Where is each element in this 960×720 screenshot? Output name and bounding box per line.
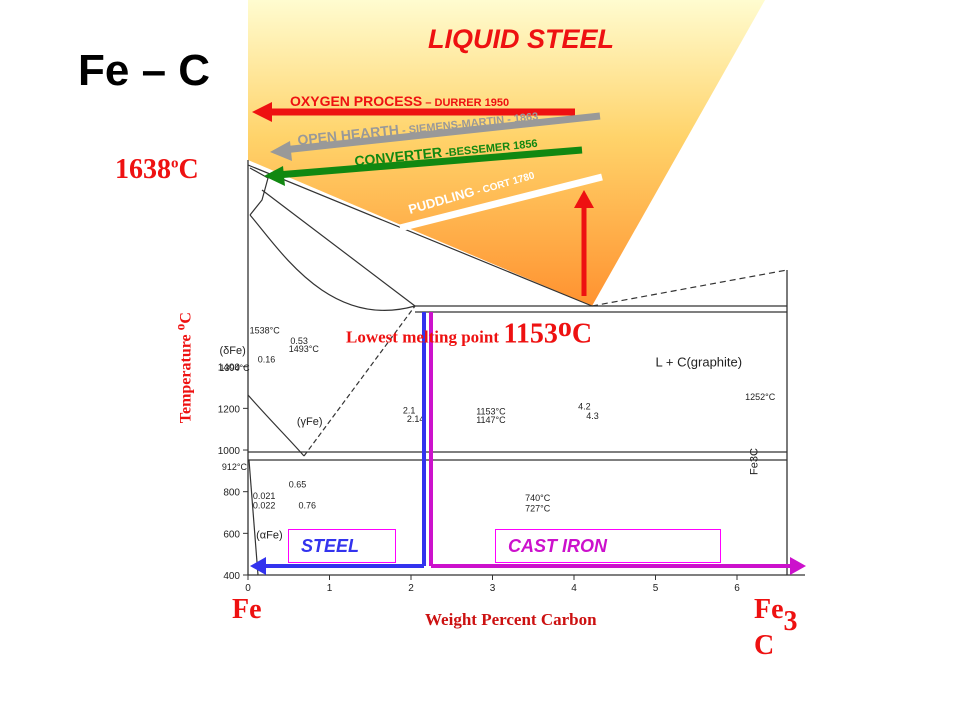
liquidus-left (247, 164, 593, 307)
melting-point-unit: C (178, 154, 199, 185)
y-tick-label: 1400 (218, 363, 241, 374)
annotation-phase-gamma: (γFe) (297, 416, 323, 428)
process-arrows (252, 102, 603, 296)
degree-sign: o (172, 323, 188, 331)
melting-point-value: 1638 (115, 154, 171, 185)
y-tick-label: 800 (223, 488, 240, 499)
annotation-c016: 0.16 (258, 355, 276, 365)
annotation-t1493: 1493°C (289, 344, 320, 354)
x-tick-label: 1 (327, 583, 333, 594)
annotation-c065: 0.65 (289, 480, 307, 490)
acm-line (303, 305, 416, 457)
delta-loop (249, 167, 269, 216)
melting-point-arrow-head (574, 190, 594, 208)
y-axis-label-text: Temperature (177, 330, 195, 424)
y-axis-label: Temperature oC (172, 288, 195, 448)
phase-boundaries (247, 164, 788, 576)
annotation-phase-delta: (δFe) (219, 345, 245, 357)
liquidus-right (591, 269, 788, 307)
annotation-c076: 0.76 (299, 500, 317, 510)
openhearth-arrow-shaft (282, 112, 601, 154)
annotation-t912: 912°C (222, 462, 248, 472)
cast-iron-arrow-head (790, 557, 806, 575)
y-tick-label: 1000 (218, 446, 241, 457)
annotation-t1252: 1252°C (745, 392, 776, 402)
annotation-t1153: 1153°C (476, 407, 506, 417)
annotation-c2-14: 2.14 (407, 414, 425, 424)
puddling-arrow-shaft (399, 173, 603, 232)
annotation-c022: 0.022 (253, 500, 276, 510)
solidus (261, 189, 416, 307)
converter-arrow-head (264, 166, 285, 186)
fe3c-tail: C (754, 630, 775, 661)
steel-box: STEEL (288, 529, 396, 563)
annotation-t740: 740°C (525, 493, 551, 503)
y-tick-label: 400 (223, 571, 240, 582)
annotation-c2-1: 2.1 (403, 406, 416, 416)
x-tick-label: 3 (490, 583, 496, 594)
melting-point-label: 1638oC (115, 154, 199, 186)
steel-arrow-head (250, 557, 266, 575)
annotation-phase-liquid-graphite: L + C(graphite) (656, 355, 743, 370)
range-bars (250, 312, 806, 575)
x-tick-label: 2 (408, 583, 414, 594)
liquid-steel-label: LIQUID STEEL (428, 24, 615, 54)
x-axis-label: Weight Percent Carbon (425, 610, 597, 629)
annotation-c4-2: 4.2 (578, 401, 591, 411)
lowest-melting-point-label: Lowest melting point 1153oC (346, 312, 592, 350)
annotation-t727: 727°C (525, 503, 551, 513)
lowest-melting-value: 1153 (503, 318, 558, 350)
a3-line (247, 394, 305, 457)
y-tick-label: 1200 (218, 404, 241, 415)
oxygen-label: OXYGEN PROCESS – DURRER 1950 (290, 93, 509, 109)
degree-sign: o (171, 155, 179, 172)
annotation-phase-fe3c: Fe3C (748, 448, 760, 475)
x-tick-label: 4 (571, 583, 577, 594)
x-tick-label: 6 (734, 583, 740, 594)
axes (247, 160, 805, 576)
annotation-c021: 0.021 (253, 491, 276, 501)
lowest-melting-unit: C (571, 318, 593, 350)
annotation-t1394: 1394°C (219, 363, 250, 373)
annotation-c4-3: 4.3 (586, 411, 599, 421)
diagram-annotations: 1538°C 1394°C 1493°C 912°C 1252°C 1153°C1147°… (219, 325, 775, 541)
x-tick-label: 5 (653, 583, 659, 594)
fe3c-main: Fe (754, 594, 784, 625)
lowest-melting-text: Lowest melting point (346, 327, 499, 347)
fe3c-sub: 3 (783, 606, 798, 637)
y-axis-label-unit: C (177, 312, 195, 324)
degree-sign: o (557, 312, 572, 343)
gamma-boundary (249, 214, 416, 312)
alpha-solvus (248, 459, 259, 576)
annotation-t1538: 1538°C (250, 325, 281, 335)
fe-end-label: Fe (232, 594, 262, 625)
y-tick-label: 600 (223, 529, 240, 540)
cast-iron-box: CAST IRON (495, 529, 721, 563)
annotation-t1147: 1147°C (476, 415, 506, 425)
oxygen-arrow-head (252, 102, 272, 122)
x-tick-label: 0 (245, 583, 251, 594)
slide-title: Fe – C (78, 46, 211, 95)
x-ticks: 0 1 2 3 4 5 6 (245, 575, 740, 594)
converter-arrow-shaft (276, 146, 583, 179)
openhearth-arrow-head (270, 141, 292, 161)
annotation-phase-alpha: (αFe) (256, 530, 283, 542)
y-ticks: 400 600 800 1000 1200 1400 (218, 363, 248, 582)
annotation-c053: 0.53 (290, 336, 308, 346)
